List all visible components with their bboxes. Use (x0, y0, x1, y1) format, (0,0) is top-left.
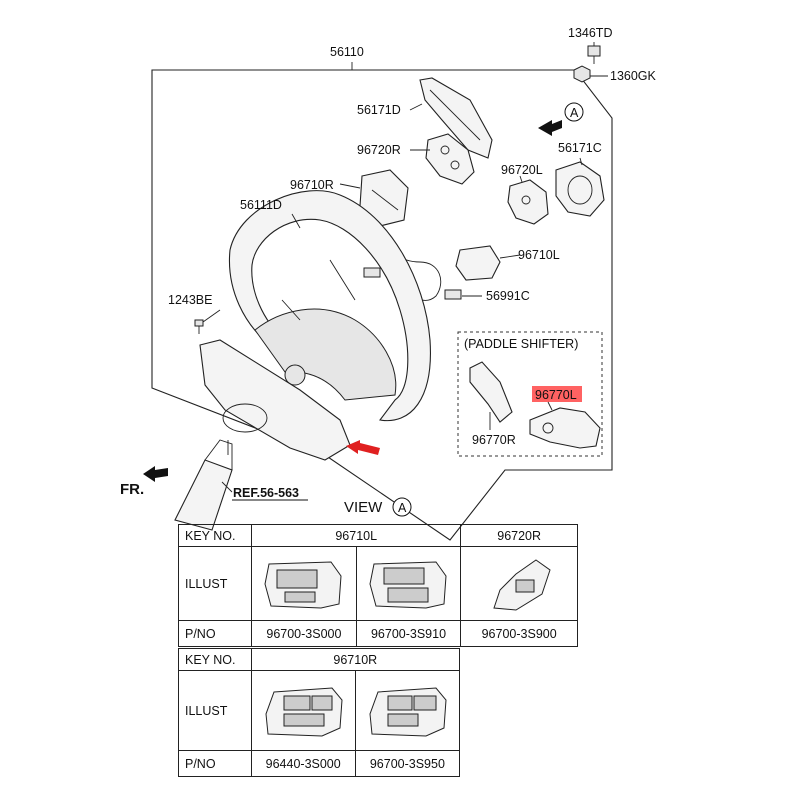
key-table-lower: KEY NO. 96710R ILLUST P/NO 96440-3S000 9… (178, 648, 461, 777)
bolt-1243be (194, 319, 204, 334)
label-96720l: 96720L (501, 163, 543, 177)
view-a-marker-letter: A (570, 106, 579, 120)
key-no-header: KEY NO. (177, 524, 253, 547)
label-96710r: 96710R (290, 178, 334, 192)
label-fr: FR. (120, 481, 144, 498)
steering-wheel-56111d (228, 190, 431, 422)
switch-96720l (507, 179, 549, 225)
assembly-frame (151, 69, 613, 541)
label-56171d: 56171D (357, 103, 401, 117)
key-no-header-2: KEY NO. (178, 648, 252, 671)
illust-header-2: ILLUST (178, 670, 252, 751)
illust-header: ILLUST (177, 546, 253, 621)
illust-96700-3s950 (354, 670, 461, 751)
label-96770r: 96770R (472, 433, 516, 447)
fr-arrow (143, 466, 168, 482)
label-ref: REF.56-563 (233, 486, 299, 500)
pno-96700-3s910: 96700-3S910 (355, 620, 462, 647)
pno-96700-3s900: 96700-3S900 (460, 620, 578, 647)
label-56171c: 56171C (558, 141, 602, 155)
pno-96700-3s000: 96700-3S000 (251, 620, 357, 647)
lower-cover (199, 339, 351, 461)
label-96770l: 96770L (535, 388, 577, 402)
label-56111d: 56111D (240, 198, 282, 212)
key-table-upper: KEY NO. 96710L 96720R ILLUST (177, 524, 578, 647)
label-96720r: 96720R (357, 143, 401, 157)
leader-lines (202, 62, 583, 430)
switch-96720r (425, 133, 475, 185)
illust-96700-3s900 (460, 546, 578, 621)
paddle-96770r (469, 361, 513, 423)
illust-96440-3s000 (250, 670, 356, 751)
view-title: VIEW (344, 499, 383, 516)
steering-column (174, 439, 233, 531)
view-a-letter: A (398, 501, 407, 515)
label-paddle-shifter: (PADDLE SHIFTER) (464, 337, 578, 351)
view-a-arrow (538, 102, 584, 136)
pno-96440-3s000: 96440-3S000 (250, 750, 356, 777)
highlight-96770l (532, 386, 582, 402)
illust-96700-3s000 (251, 546, 357, 621)
label-56991c: 56991C (486, 289, 530, 303)
label-1360gk: 1360GK (610, 69, 657, 83)
label-1243be: 1243BE (168, 293, 212, 307)
paddle-96770l (529, 407, 601, 449)
label-56110: 56110 (330, 45, 364, 59)
view-a-circle (392, 497, 412, 517)
red-pointer-arrow (346, 440, 380, 455)
cover-56171c (555, 161, 605, 217)
key-96710r: 96710R (250, 648, 461, 671)
key-96710l: 96710L (251, 524, 462, 547)
label-1346td: 1346TD (568, 26, 612, 40)
paddle-shifter-box (457, 331, 603, 457)
label-96710l: 96710L (518, 248, 560, 262)
switch-96710l (455, 245, 501, 281)
key-96720r: 96720R (460, 524, 578, 547)
pno-header: P/NO (177, 620, 253, 647)
bolt-1346td (587, 42, 601, 57)
nut-1360gk (573, 65, 591, 83)
illust-96700-3s910 (355, 546, 462, 621)
pno-96700-3s950: 96700-3S950 (354, 750, 461, 777)
pno-header-2: P/NO (178, 750, 252, 777)
